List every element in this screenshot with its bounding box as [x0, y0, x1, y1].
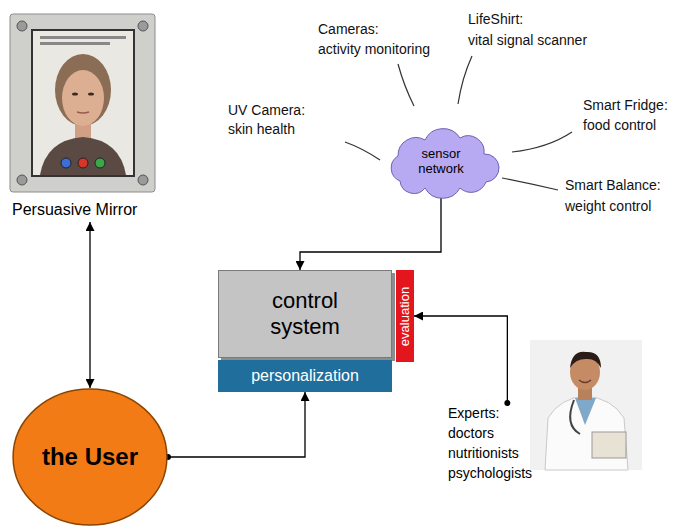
clipboard: [592, 432, 626, 458]
mirror-button: [78, 158, 88, 168]
label-holder: skin health: [228, 120, 295, 138]
node-caption: Persuasive Mirror: [12, 200, 168, 220]
experts-node: Experts:doctors nutritionists psychologi…: [448, 403, 552, 483]
process-box: control system: [218, 270, 392, 358]
sensor-role: activity monitoring: [318, 40, 430, 58]
connector-arrow: [414, 316, 507, 403]
band-label: personalization: [251, 366, 359, 386]
node-heading: Experts:: [448, 403, 499, 423]
face-eye: [88, 92, 94, 95]
sensor-name: LifeShirt:: [468, 10, 523, 28]
user-ellipse: the User: [12, 388, 168, 526]
face-shoulders: [40, 137, 126, 175]
node-label: sensor network: [404, 146, 478, 176]
label-holder: Cameras:: [318, 20, 379, 38]
band-label: evaluation: [398, 286, 413, 345]
sensor-name: Smart Fridge:: [583, 96, 668, 114]
leader-line: [345, 142, 380, 160]
mirror-node: Persuasive Mirror: [8, 12, 172, 222]
node-body: doctors nutritionists psychologists: [448, 423, 548, 483]
doctor-shirt: [575, 398, 596, 425]
doctor-coat: [545, 396, 628, 470]
sensor-role: weight control: [565, 197, 651, 215]
face-eye: [72, 92, 78, 95]
mirror-button: [95, 158, 105, 168]
sensor-role: food control: [583, 116, 656, 134]
label-holder: Smart Fridge:: [583, 96, 668, 114]
mirror-screw: [138, 21, 148, 31]
sensor-name: UV Camera:: [228, 101, 305, 119]
cloud-node: sensor network: [380, 126, 502, 196]
ellipse-outline: [13, 389, 167, 525]
label-holder: weight control: [565, 197, 651, 215]
leader-line: [512, 132, 572, 152]
label-holder: LifeShirt:: [468, 10, 523, 28]
connector-arrow: [300, 196, 441, 270]
leader-line: [398, 64, 414, 106]
mirror-frame: [10, 14, 155, 192]
mirror-screw: [17, 175, 27, 185]
doctor-photo: [530, 340, 642, 470]
sensor-role: vital signal scanner: [468, 31, 587, 49]
sensor-name: Smart Balance:: [565, 176, 661, 194]
stethoscope: [570, 400, 580, 434]
mirror-screen: [32, 30, 134, 176]
mirror-screw: [17, 21, 27, 31]
personalization-band: personalization: [218, 360, 392, 392]
doctor-hair: [570, 352, 601, 368]
leader-line: [458, 56, 472, 104]
sensor-role: skin health: [228, 120, 295, 138]
connector-arrow: [168, 392, 305, 457]
mirror-button: [61, 158, 71, 168]
doctor-smile: [579, 380, 591, 383]
face: [62, 70, 104, 126]
label-holder: vital signal scanner: [468, 31, 587, 49]
node-label: control system: [251, 288, 359, 340]
face-mouth: [77, 112, 89, 113]
label-holder: UV Camera:: [228, 101, 305, 119]
label-holder: Smart Balance:: [565, 176, 661, 194]
mirror-screw: [138, 175, 148, 185]
cloud-outline: [391, 129, 499, 199]
evaluation-band: evaluation: [396, 270, 414, 362]
label-holder: activity monitoring: [318, 40, 430, 58]
leader-line: [502, 178, 558, 190]
face-hair: [55, 54, 111, 126]
screen-text-bar: [40, 42, 110, 45]
label-holder: food control: [583, 116, 656, 134]
screen-text-bar: [40, 36, 126, 39]
connector-arrow: [89, 222, 90, 388]
sensor-name: Cameras:: [318, 20, 379, 38]
node-label: the User: [42, 443, 138, 471]
connector-dot: [504, 400, 510, 406]
